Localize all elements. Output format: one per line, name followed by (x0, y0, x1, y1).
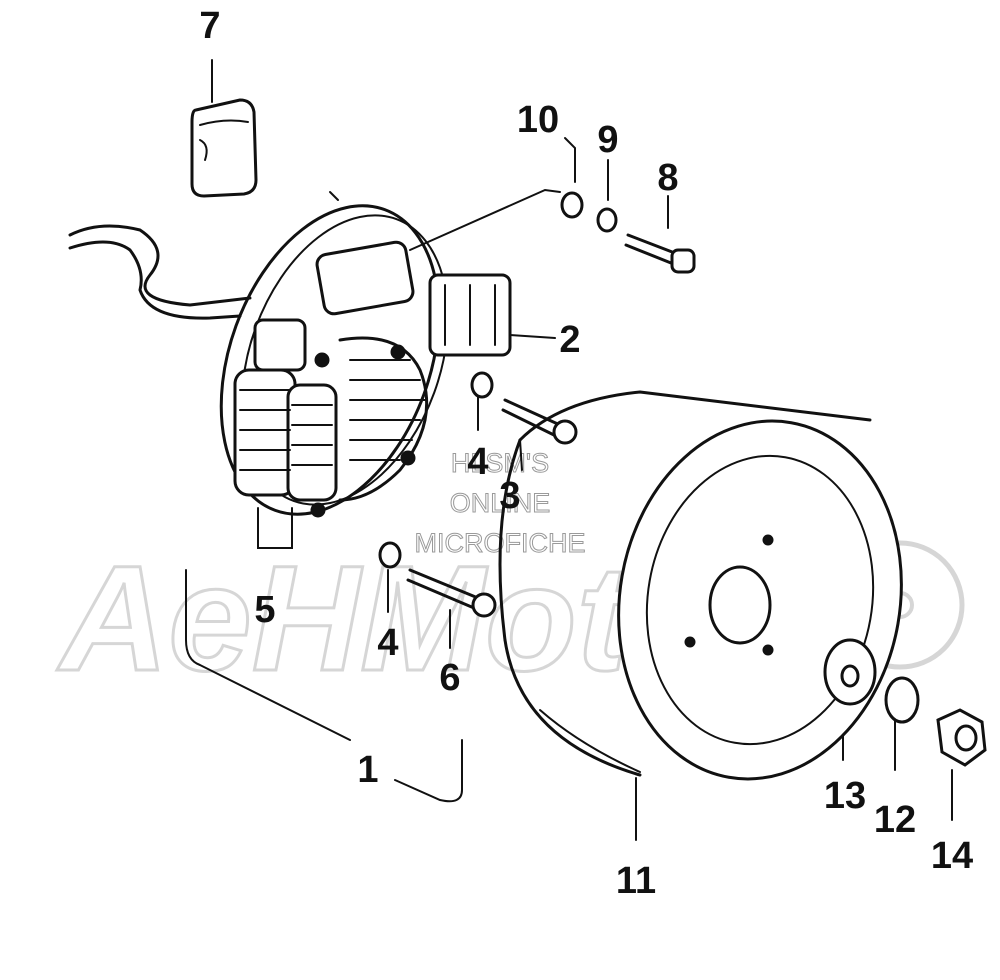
callout-4-lower: 4 (377, 622, 398, 664)
callouts: 7 10 9 8 2 4 3 5 4 6 1 13 12 14 11 (199, 5, 973, 902)
callout-4-upper: 4 (467, 441, 488, 483)
washer-part-10 (560, 191, 584, 219)
grommet-part-7 (190, 59, 258, 198)
washer-part-4-upper (470, 371, 494, 399)
callout-6: 6 (439, 657, 460, 699)
callout-3: 3 (499, 475, 520, 517)
callout-12: 12 (874, 799, 916, 841)
callout-8: 8 (657, 157, 678, 199)
lockwasher-part-12 (884, 676, 920, 724)
leader-2 (509, 334, 556, 339)
callout-2: 2 (559, 319, 580, 361)
callout-10: 10 (517, 99, 559, 141)
screw-part-3 (501, 398, 562, 438)
wire-harness (68, 224, 252, 320)
washer-part-4-lower (378, 541, 402, 569)
callout-7: 7 (199, 5, 220, 47)
callout-14: 14 (931, 835, 973, 877)
callout-5: 5 (254, 589, 275, 631)
watermark-line2: ONLINE (450, 488, 551, 518)
screw-part-6 (406, 568, 480, 610)
lockwasher-part-9 (596, 207, 618, 233)
callout-11: 11 (616, 860, 656, 902)
washer-part-13 (823, 638, 877, 706)
leader-10-line (409, 188, 561, 251)
callout-9: 9 (597, 119, 618, 161)
nut-part-14 (936, 708, 987, 767)
hardware (378, 191, 696, 618)
stator-assembly (219, 204, 512, 518)
hub-hardware (823, 638, 987, 767)
watermark-line1: HLSM'S (451, 448, 549, 478)
callout-1: 1 (357, 749, 378, 791)
callout-13: 13 (824, 775, 866, 817)
screw-part-8 (624, 233, 682, 267)
